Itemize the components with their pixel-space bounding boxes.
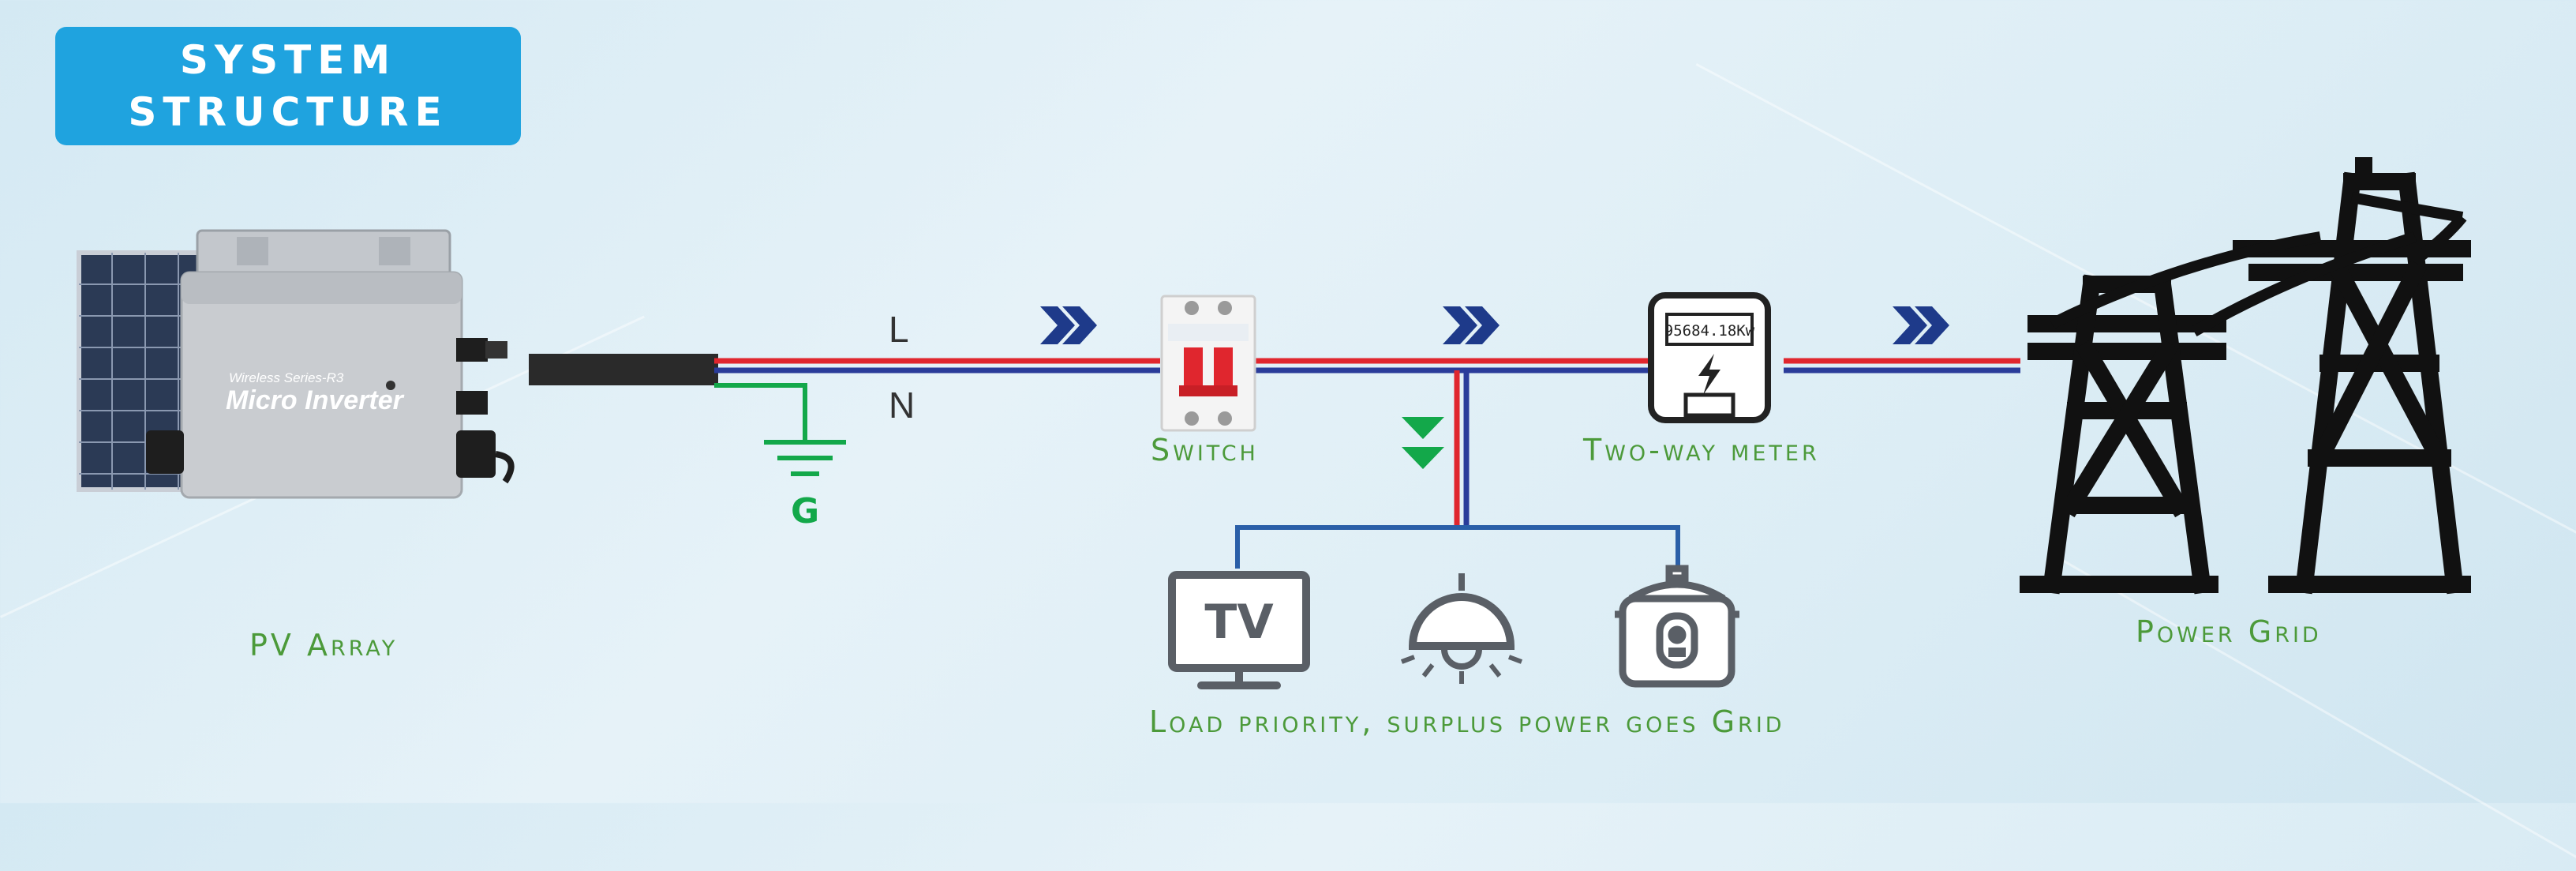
main-wires (714, 361, 2020, 370)
circuit-breaker-switch (1162, 296, 1255, 430)
neutral-wire-label: N (889, 384, 915, 426)
rice-cooker-icon (1615, 569, 1739, 684)
system-diagram: Wireless Series-R3 Micro Inverter (0, 0, 2576, 803)
tv-icon-label: TV (1204, 595, 1274, 650)
two-way-meter-label: Two-way meter (1583, 433, 1820, 467)
flow-arrow-2 (1443, 306, 1500, 344)
flow-arrow-1 (1040, 306, 1097, 344)
load-branch (1237, 370, 1678, 569)
inverter-product-name: Micro Inverter (226, 385, 405, 415)
power-grid-label: Power Grid (2136, 614, 2322, 649)
ground-label: G (791, 491, 819, 531)
tv-icon: TV (1172, 575, 1306, 685)
ac-cable (529, 354, 718, 385)
switch-label: Switch (1151, 433, 1259, 467)
inverter-series-text: Wireless Series-R3 (229, 370, 344, 385)
live-wire-label: L (889, 308, 909, 351)
two-way-meter: 95684.18Kw (1651, 295, 1768, 420)
down-arrow-icon (1402, 417, 1444, 469)
power-tower-icon (2028, 166, 2462, 584)
ceiling-lamp-icon (1402, 573, 1522, 684)
flow-arrow-3 (1893, 306, 1949, 344)
pv-array-label: PV Array (249, 628, 398, 663)
micro-inverter: Wireless Series-R3 Micro Inverter (146, 231, 511, 497)
ground-connection (714, 385, 846, 474)
load-caption: Load priority, surplus power goes Grid (1149, 704, 1785, 739)
meter-readout: 95684.18Kw (1664, 322, 1755, 340)
